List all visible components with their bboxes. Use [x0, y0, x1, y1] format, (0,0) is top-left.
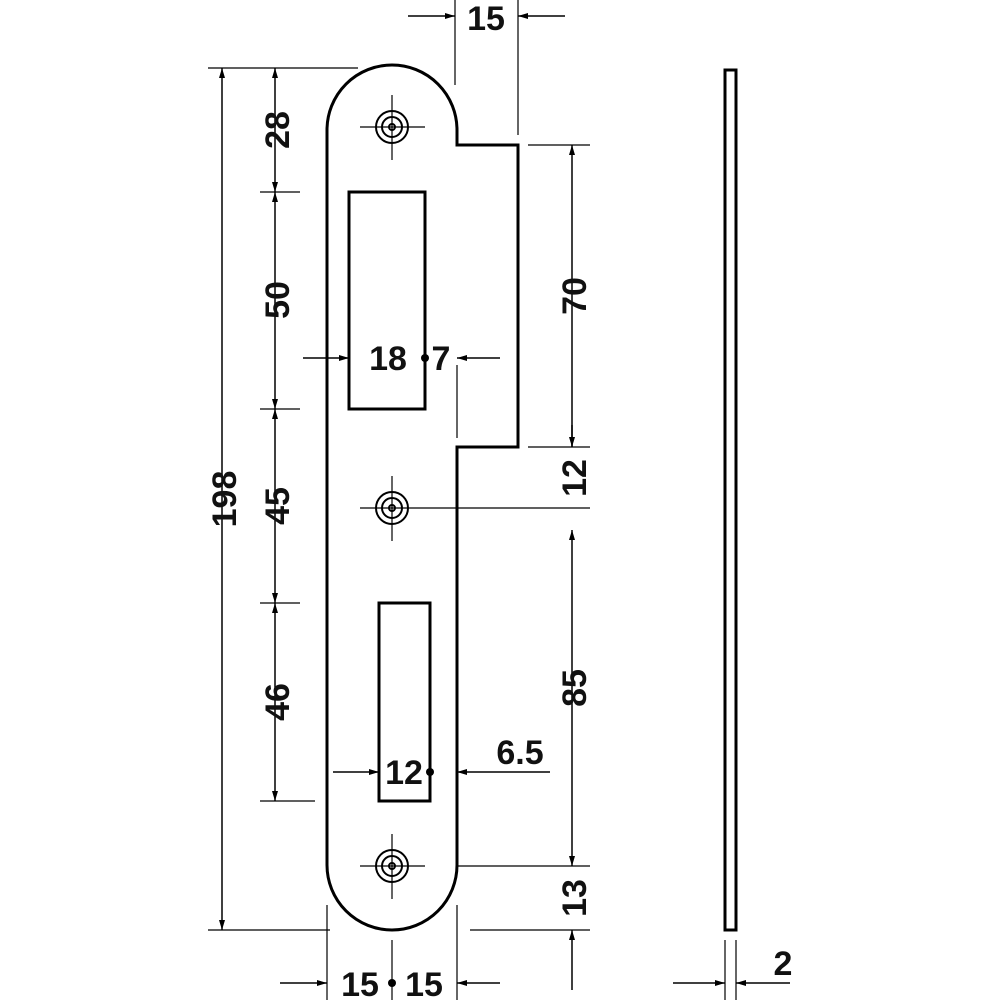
dim-hole-top: 28	[259, 111, 297, 149]
dim-half-width-left: 15	[341, 966, 379, 1000]
plate-side-view	[723, 68, 738, 932]
screw-hole-top	[360, 95, 425, 160]
dim-bolt-slot-width: 18	[369, 340, 407, 378]
dim-bottom-hole: 13	[556, 879, 594, 917]
bolt-slot	[347, 190, 427, 411]
latch-slot	[377, 601, 432, 803]
dim-slot-gap: 45	[259, 487, 297, 525]
dim-bolt-slot-to-edge: 7	[432, 340, 451, 378]
dim-latch-slot-width: 12	[385, 754, 423, 792]
dim-bolt-slot-height: 50	[259, 281, 297, 319]
dim-half-width-right: 15	[405, 966, 443, 1000]
screw-hole-bottom	[360, 834, 425, 899]
dim-lip-to-center-hole: 12	[556, 459, 594, 497]
dim-lip-height: 70	[556, 277, 594, 315]
screw-hole-center	[360, 476, 425, 541]
dim-top-offset: 15	[467, 0, 505, 38]
reference-dots	[388, 354, 434, 987]
dim-overall-height: 198	[206, 471, 244, 528]
dim-center-to-bottom-hole: 85	[556, 669, 594, 707]
dimension-lines	[219, 13, 790, 990]
dim-thickness: 2	[774, 945, 793, 983]
dim-latch-slot-to-edge: 6.5	[496, 734, 543, 772]
dim-latch-slot-height: 46	[259, 683, 297, 721]
